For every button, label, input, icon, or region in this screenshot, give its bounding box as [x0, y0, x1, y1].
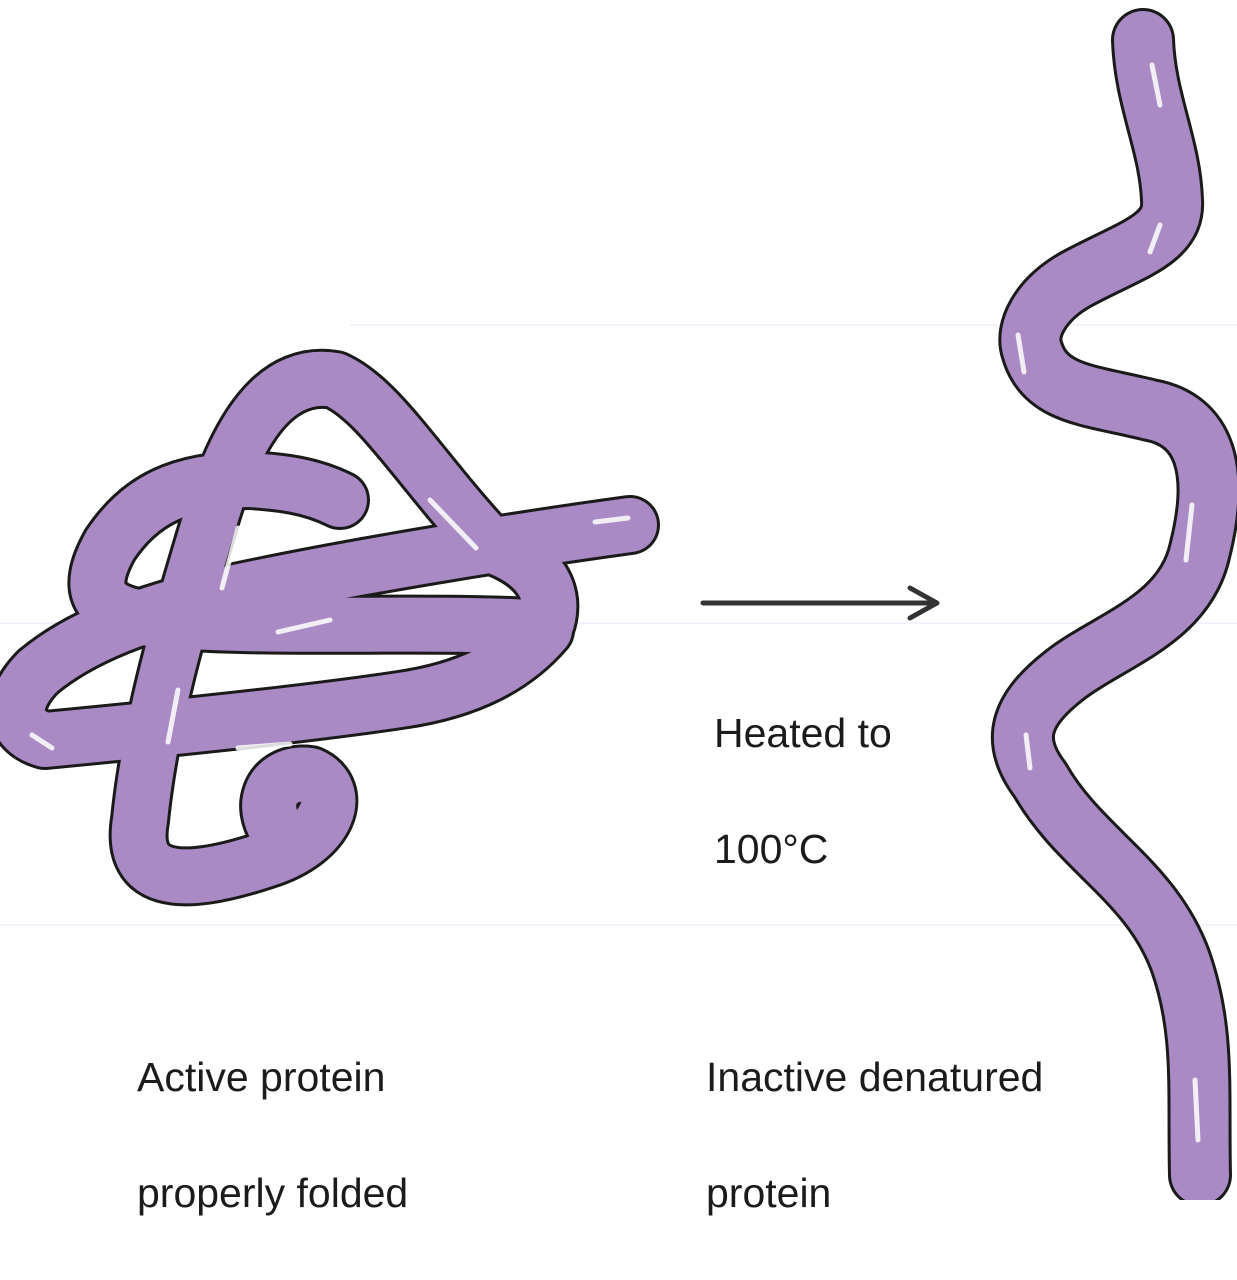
heating-arrow: [700, 585, 940, 621]
heating-condition-line2: 100°C: [714, 826, 829, 872]
chain-highlight: [1149, 62, 1163, 108]
arrow-head: [907, 585, 940, 621]
active-protein-caption-line1: Active protein: [137, 1054, 386, 1100]
denatured-protein-caption: Inactive denatured protein: [706, 990, 1043, 1280]
protein-highlight: [427, 497, 479, 551]
unfolded-chain: [993, 11, 1237, 1204]
protein-highlight: [219, 525, 241, 591]
protein-segment: [70, 453, 572, 655]
chain-highlight: [1183, 502, 1195, 563]
protein-highlight: [235, 741, 293, 751]
chain-highlight: [1023, 732, 1033, 771]
protein-highlight: [275, 617, 333, 635]
heating-condition-label: Heated to 100°C: [714, 646, 892, 936]
protein-denaturation-diagram: [0, 8, 1237, 1207]
denatured-protein: [990, 8, 1237, 1207]
active-protein-caption-line2: properly folded: [137, 1170, 409, 1216]
diagram-canvas: [0, 8, 1237, 1207]
protein-highlight: [165, 687, 181, 745]
folded-protein: [0, 348, 660, 907]
chain-highlight: [1192, 1077, 1201, 1143]
heating-condition-line1: Heated to: [714, 710, 892, 756]
denatured-protein-caption-line2: protein: [706, 1170, 832, 1216]
chain-highlight: [1147, 222, 1163, 255]
protein-highlight: [29, 732, 55, 751]
protein-highlight: [592, 515, 631, 525]
protein-segment: [111, 351, 577, 904]
active-protein-caption: Active protein properly folded: [137, 990, 408, 1280]
chain-highlight: [1015, 332, 1027, 375]
protein-segment: [0, 603, 572, 767]
denatured-protein-caption-line1: Inactive denatured: [706, 1054, 1044, 1100]
